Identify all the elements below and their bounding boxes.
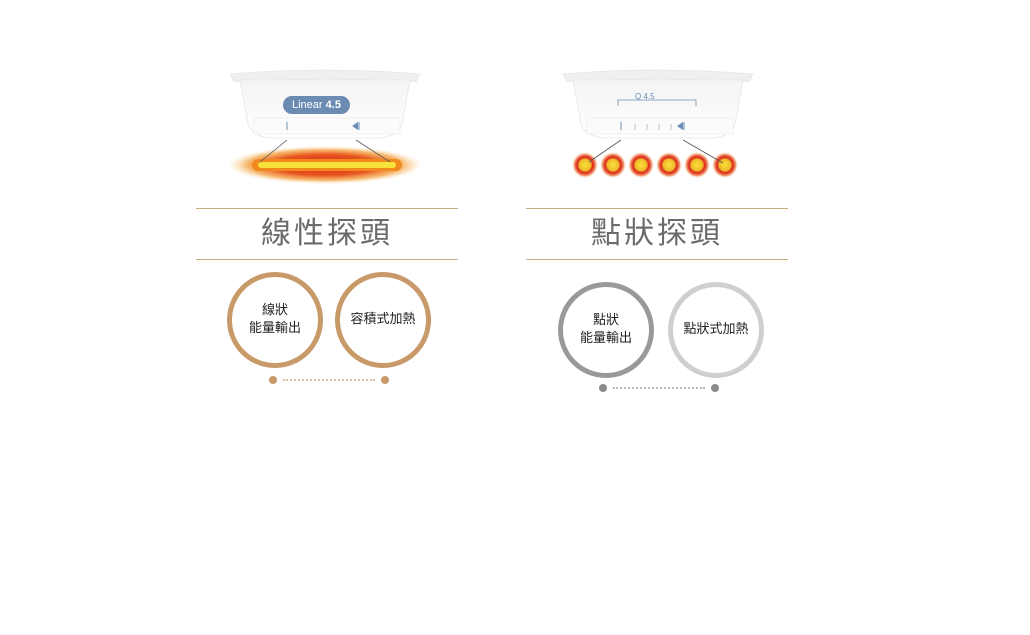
point-probe-badge: Q 4.5 bbox=[635, 92, 655, 101]
point-dotted-connector bbox=[599, 384, 719, 392]
connector-dot bbox=[381, 376, 389, 384]
linear-energy-output-circle: 線狀 能量輸出 bbox=[227, 272, 323, 368]
linear-probe-illustration bbox=[228, 69, 422, 184]
point-heating-circle: 點狀式加熱 bbox=[668, 282, 764, 378]
connector-dot bbox=[269, 376, 277, 384]
point-probe-title: 點狀探頭 bbox=[526, 208, 788, 260]
linear-probe-title: 線性探頭 bbox=[196, 208, 458, 260]
linear-probe-head: Linear 4.5 bbox=[228, 69, 422, 184]
connector-line bbox=[283, 379, 375, 381]
point-energy-output-circle: 點狀 能量輸出 bbox=[558, 282, 654, 378]
point-probe-illustration bbox=[562, 69, 754, 178]
connector-dot bbox=[711, 384, 719, 392]
connector-dot bbox=[599, 384, 607, 392]
volumetric-heating-circle: 容積式加熱 bbox=[335, 272, 431, 368]
linear-probe-badge: Linear 4.5 bbox=[283, 96, 350, 114]
linear-dotted-connector bbox=[269, 376, 389, 384]
connector-line bbox=[613, 387, 705, 389]
point-probe-head: Q 4.5 bbox=[562, 69, 754, 178]
